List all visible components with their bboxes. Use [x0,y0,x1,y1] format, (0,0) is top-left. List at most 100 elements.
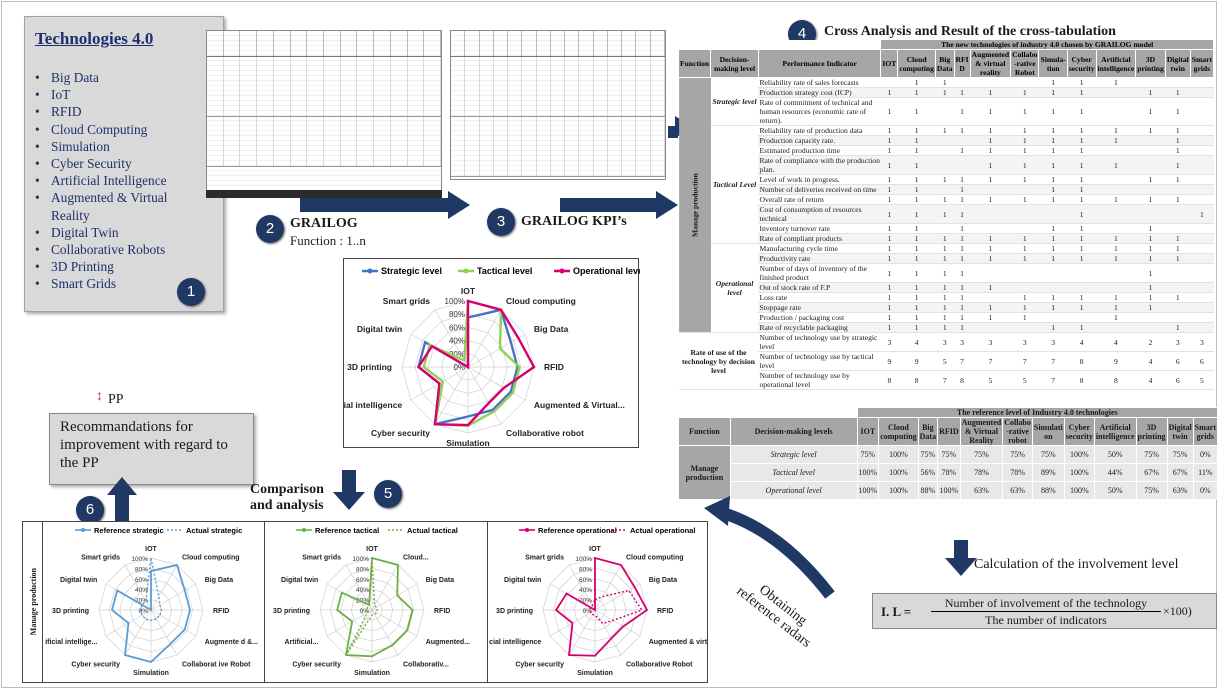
indicator-cell: Production capacity rate. [758,135,881,146]
radar-tick-label: 80% [579,566,592,573]
side-label: Manage production [29,568,38,636]
value-cell: 1 [897,145,936,156]
value-cell: 1 [1067,145,1097,156]
value-cell [1190,302,1214,313]
level-cell: Tactical Level [710,125,759,244]
value-cell [1190,135,1214,146]
radar-axis-label: Digital twin [357,324,402,334]
value-cell: 1 [935,312,955,323]
recommendations-box: Recommandations for improvement with reg… [49,413,254,485]
ref-col-technology: Augmented & Virtual Reality [959,417,1004,446]
ref-col-technology: Digital twin [1166,417,1194,446]
radar-axis-label: IOT [366,546,378,553]
table-row: Rate of commitment of technical and huma… [679,97,1214,126]
radar-axis-label: Artificial intellige... [45,639,97,646]
radar-axis-label: Cloud computing [626,554,684,561]
usage-value: 9 [897,351,936,371]
radar-tick-label: 0% [453,363,465,372]
radar-tick-label: 40% [579,587,592,594]
value-cell: 1 [1010,155,1039,175]
indicator-cell: Out of stock rate of F.P [758,282,881,293]
usage-value: 4 [1135,351,1166,371]
col-technology: Collabo -rative Robot [1010,49,1040,78]
value-cell [970,322,1011,333]
usage-indicator: Number of technology use by tactical lev… [758,351,881,371]
usage-value: 8 [880,370,898,390]
value-cell [970,184,1011,195]
value-cell: 1 [1096,243,1136,254]
value-cell: 1 [935,87,955,98]
value-cell: 1 [954,233,971,244]
ref-value-cell: 89% [1031,463,1065,482]
ref-value-cell: 100% [937,481,961,500]
ref-col-technology: 3D printing [1135,417,1168,446]
ref-value-cell: 75% [1002,445,1033,464]
radar-tick-label: 0% [360,608,370,615]
value-cell: 1 [1067,253,1097,264]
value-cell [1038,263,1068,283]
ref-value-cell: 75% [1031,445,1065,464]
radar-spoke [568,609,596,656]
step-3-badge: 3 [487,208,515,236]
radar-tick-label: 20% [579,598,592,605]
value-cell [954,135,971,146]
value-cell [1190,292,1214,303]
indicator-cell: Reliability rate of sales forecasts [758,77,881,88]
value-cell: 1 [935,263,955,283]
radar-axis-label: Big Data [426,577,455,584]
grailog-table-thumbnail [206,30,442,194]
radar-axis-label: Collaborative robot [506,428,584,438]
value-cell [1190,312,1214,323]
value-cell [1165,223,1191,234]
value-cell: 1 [897,322,936,333]
value-cell: 1 [1010,312,1039,323]
value-cell: 1 [935,302,955,313]
value-cell: 1 [880,97,898,126]
technologies-list: Big DataIoTRFIDCloud ComputingSimulation… [33,69,167,293]
value-cell: 1 [1067,155,1097,175]
value-cell: 1 [897,312,936,323]
radar-axis-label: Augmente d &... [205,639,258,646]
ref-value-cell: 50% [1093,481,1137,500]
value-cell: 1 [1038,87,1068,98]
involvement-title: Calculation of the involvement level [974,557,1179,572]
value-cell [954,77,971,88]
usage-value: 6 [1190,351,1214,371]
kpi-table-thumbnail [450,30,666,180]
ref-level-cell: Operational level [729,481,858,500]
value-cell: 1 [1038,145,1068,156]
col-level: Decision-making level [710,49,759,78]
arrow-5-head [333,492,365,510]
ref-value-cell: 56% [917,463,939,482]
value-cell: 1 [1038,174,1068,185]
value-cell [935,135,955,146]
indicator-cell: Rate of commitment of technical and huma… [758,97,881,126]
value-cell: 1 [1067,125,1097,136]
value-cell: 1 [1135,302,1166,313]
value-cell: 1 [1135,292,1166,303]
table-row: Number of days of inventory of the finis… [679,263,1214,283]
value-cell: 1 [970,135,1011,146]
radar-axis-label: Simulation [354,670,390,677]
legend-marker [525,528,529,532]
indicator-cell: Cost of consumption of resources technic… [758,204,881,224]
ref-value-cell: 50% [1093,445,1137,464]
value-cell [1096,282,1136,293]
ref-col-function: Function [678,417,731,446]
value-cell [1135,77,1166,88]
value-cell: 1 [880,253,898,264]
value-cell [1190,145,1214,156]
radar-axis-label: IOT [589,546,601,553]
value-cell: 1 [970,155,1011,175]
value-cell: 1 [970,253,1011,264]
radar-axis-label: Smart grids [302,554,341,561]
value-cell: 1 [970,302,1011,313]
value-cell: 1 [1038,194,1068,205]
col-technology: Smart grids [1189,49,1215,78]
formula-lhs: I. L = [881,604,912,619]
